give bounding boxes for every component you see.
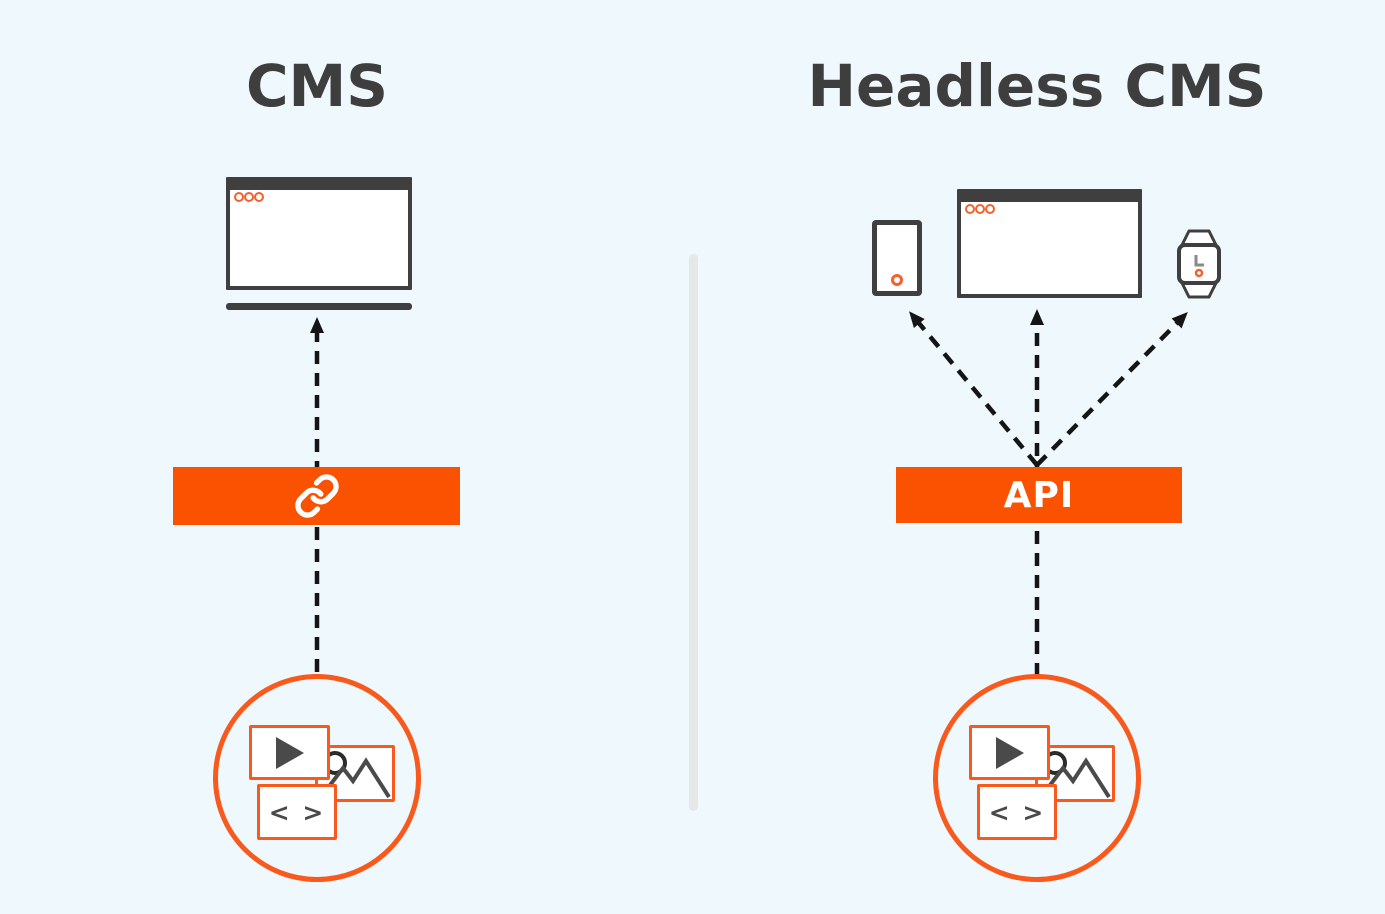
play-icon	[995, 736, 1024, 769]
browser-titlebar	[961, 193, 1138, 202]
link-icon	[294, 474, 339, 518]
phone-home-button	[891, 274, 903, 286]
api-label: API	[1003, 474, 1075, 516]
panel-divider	[689, 254, 698, 811]
cms-content-circle: < >	[213, 674, 421, 882]
headless-cms-panel-title: Headless CMS	[807, 52, 1267, 120]
desktop-browser-icon	[957, 189, 1142, 298]
window-dot-icon	[975, 204, 985, 214]
window-dot-icon	[234, 192, 244, 202]
play-icon	[275, 736, 304, 769]
window-dot-icon	[985, 204, 995, 214]
video-card	[969, 725, 1050, 780]
browser-window-dots	[234, 192, 408, 202]
watch-dot-icon	[1194, 268, 1204, 278]
video-card	[249, 725, 330, 780]
code-card: < >	[257, 784, 337, 840]
code-icon: < >	[988, 797, 1046, 827]
api-connector-bar: API	[896, 467, 1182, 523]
monitor-base	[226, 303, 412, 310]
cms-panel-title: CMS	[245, 52, 389, 120]
window-dot-icon	[965, 204, 975, 214]
code-icon: < >	[268, 797, 326, 827]
window-dot-icon	[254, 192, 264, 202]
cms-link-connector-bar	[173, 467, 460, 525]
smartphone-icon	[872, 220, 922, 296]
browser-window-dots	[965, 204, 1138, 214]
api-to-phone-arrow	[909, 311, 1039, 467]
api-to-watch-arrow	[1035, 312, 1188, 467]
window-dot-icon	[244, 192, 254, 202]
browser-titlebar	[230, 181, 408, 190]
desktop-browser-icon	[226, 177, 412, 290]
watch-hands-icon	[1194, 255, 1204, 267]
smartwatch-icon	[1177, 229, 1221, 299]
headless-content-circle: < >	[933, 674, 1141, 882]
code-card: < >	[977, 784, 1057, 840]
